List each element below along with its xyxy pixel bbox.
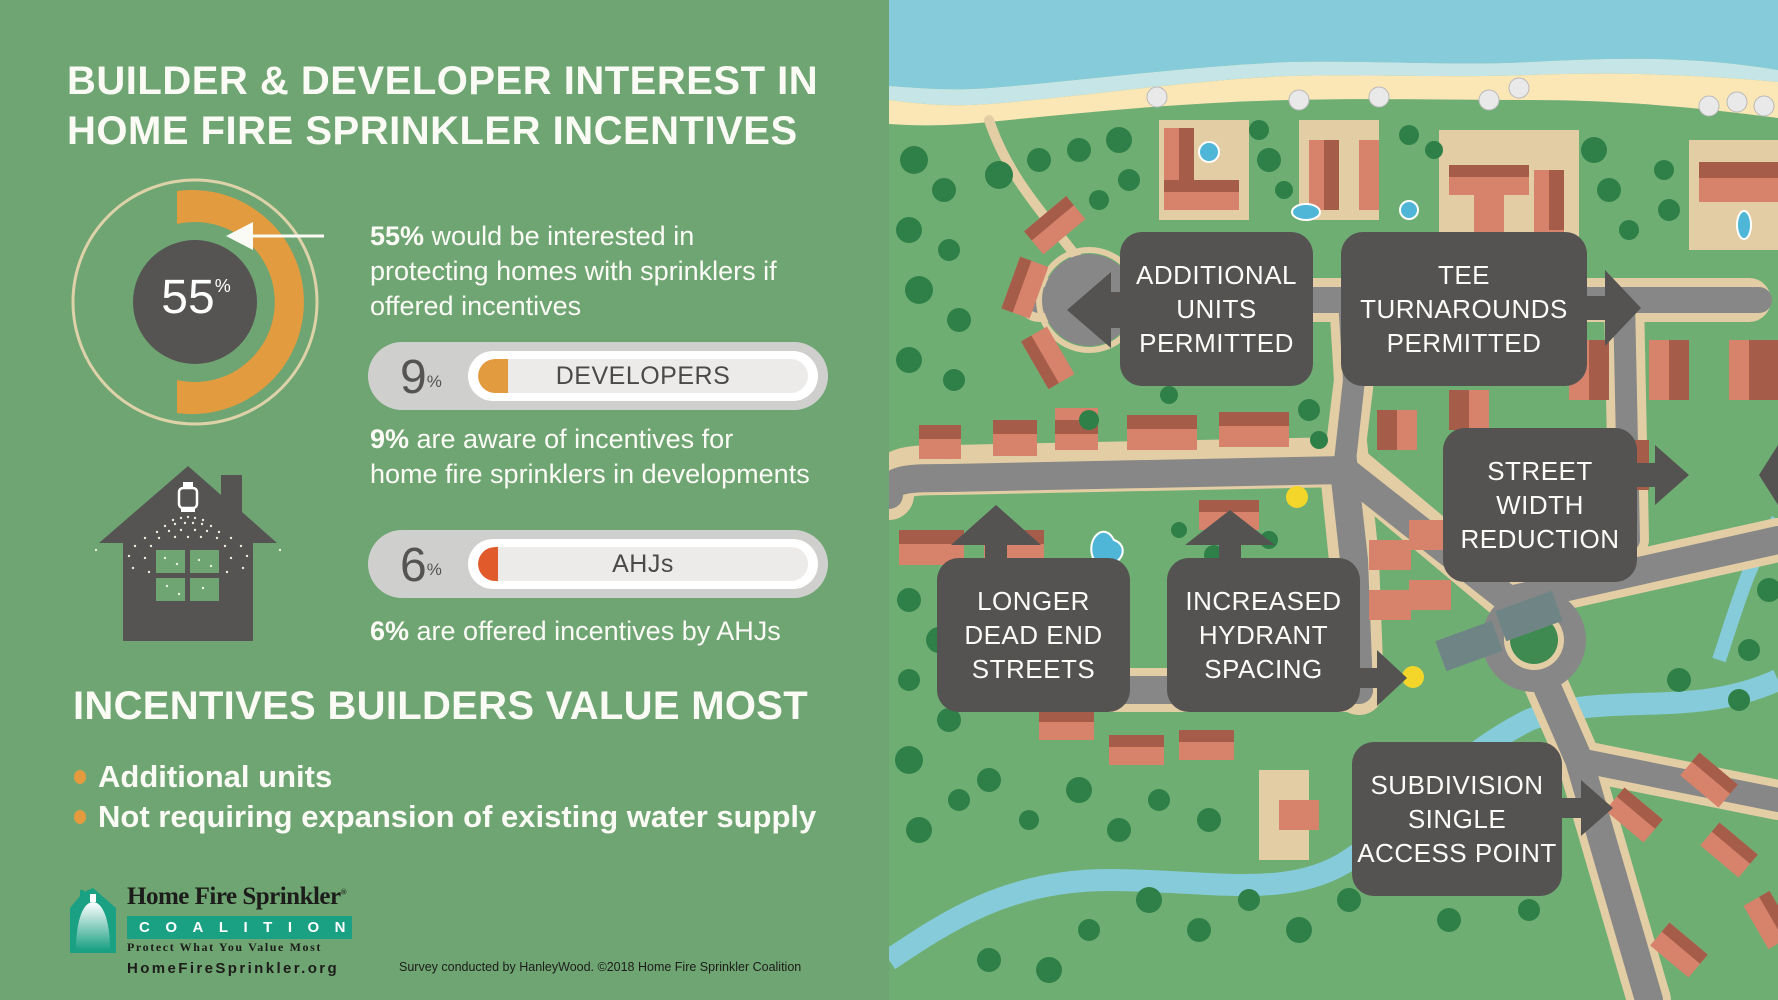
incentives-heading: INCENTIVES BUILDERS VALUE MOST	[73, 684, 808, 728]
developers-pct: 9%	[400, 351, 442, 404]
developers-bar: 9% DEVELOPERS	[368, 342, 828, 410]
logo-tagline: Protect What You Value Most	[127, 940, 322, 954]
logo-name: Home Fire Sprinkler®	[127, 883, 347, 910]
donut-fill-arc	[177, 190, 304, 414]
house-sprinkler-icon	[95, 466, 281, 641]
incentives-list: Additional units Not requiring expansion…	[74, 757, 816, 837]
incentive-item: Additional units	[74, 757, 816, 797]
map-illustration	[889, 0, 1778, 1000]
developers-fill	[478, 359, 508, 393]
bullet-dot-icon	[74, 770, 86, 784]
developers-caption: 9% are aware of incentives for home fire…	[370, 424, 810, 489]
survey-credit: Survey conducted by HanleyWood. ©2018 Ho…	[399, 960, 802, 974]
website-link[interactable]: HomeFireSprinkler.org	[127, 960, 340, 977]
hfsc-logo: Home Fire Sprinkler® COALITION Protect W…	[70, 878, 360, 978]
arrow-left-icon	[226, 222, 253, 250]
ahjs-fill	[478, 547, 498, 581]
logo-coalition-bar: COALITION	[127, 916, 352, 939]
donut-center	[133, 240, 257, 364]
sprinkler-bell-logo-icon	[70, 888, 116, 953]
bullet-dot-icon	[74, 810, 86, 824]
ahjs-pct: 6%	[400, 539, 442, 592]
ahjs-caption: 6% are offered incentives by AHJs	[370, 616, 781, 646]
info-panel: BUILDER & DEVELOPER INTEREST IN HOME FIR…	[67, 56, 828, 978]
incentive-item: Not requiring expansion of existing wate…	[74, 797, 816, 837]
title-line-2: HOME FIRE SPRINKLER INCENTIVES	[67, 109, 798, 153]
title-line-1: BUILDER & DEVELOPER INTEREST IN	[67, 59, 819, 103]
interest-stat: 55% would be interested in protecting ho…	[370, 221, 777, 321]
developers-label: DEVELOPERS	[555, 362, 731, 390]
ahjs-bar: 6% AHJs	[368, 530, 828, 598]
donut-chart	[71, 178, 324, 426]
ahjs-label: AHJs	[612, 550, 674, 578]
page-title: BUILDER & DEVELOPER INTEREST IN HOME FIR…	[67, 56, 818, 156]
donut-value: 55%	[161, 271, 231, 324]
